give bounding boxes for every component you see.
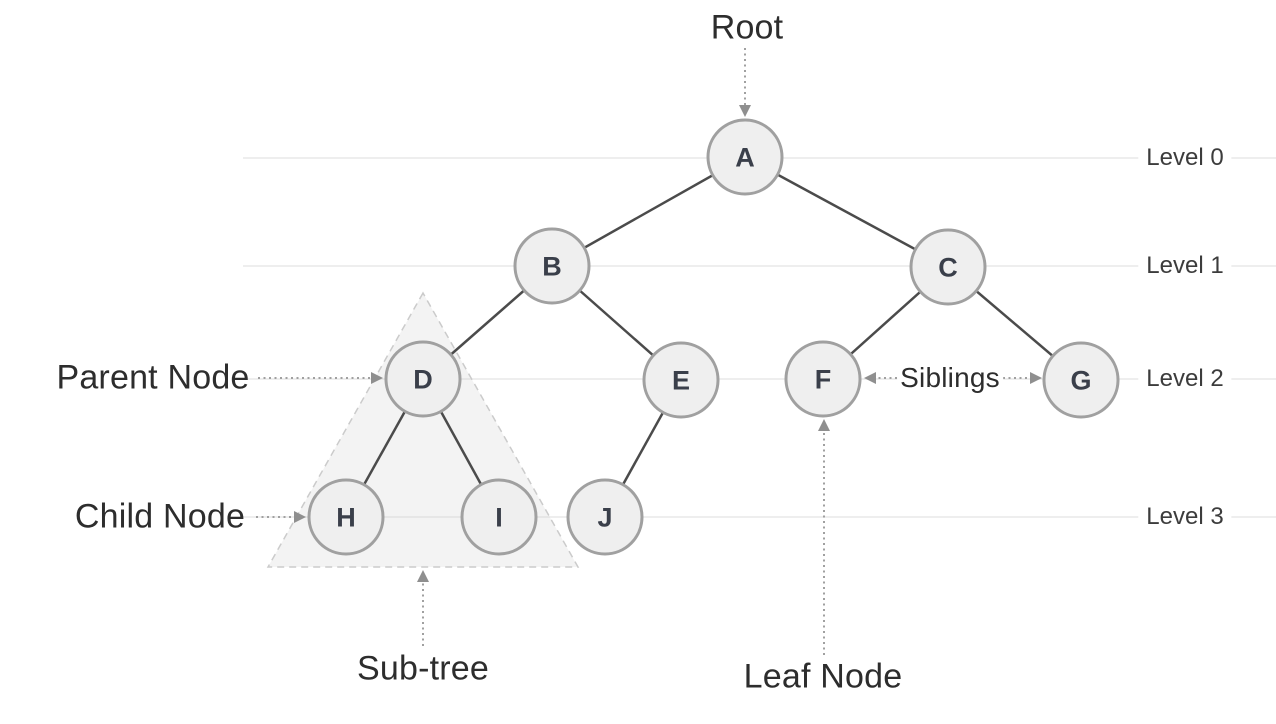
node-A-circle <box>706 118 784 196</box>
node-E-circle <box>642 341 720 419</box>
annotation-arrows <box>256 48 1042 655</box>
node-E: E <box>642 341 720 419</box>
node-B-circle <box>513 227 591 305</box>
node-A: A <box>706 118 784 196</box>
node-B-label: B <box>542 252 562 282</box>
node-C: C <box>909 228 987 306</box>
node-G: G <box>1042 341 1120 419</box>
node-B: B <box>513 227 591 305</box>
node-I: I <box>460 478 538 556</box>
node-C-circle <box>909 228 987 306</box>
node-D-label: D <box>413 365 433 395</box>
node-G-label: G <box>1070 366 1091 396</box>
node-G-circle <box>1042 341 1120 419</box>
node-F-label: F <box>815 365 832 395</box>
node-F: F <box>784 340 862 418</box>
node-D: D <box>384 340 462 418</box>
node-J-label: J <box>597 503 612 533</box>
node-H-circle <box>307 478 385 556</box>
node-J-circle <box>566 478 644 556</box>
node-I-label: I <box>495 503 503 533</box>
node-E-label: E <box>672 366 690 396</box>
node-I-circle <box>460 478 538 556</box>
node-H-label: H <box>336 503 356 533</box>
node-A-label: A <box>735 143 755 173</box>
node-F-circle <box>784 340 862 418</box>
node-D-circle <box>384 340 462 418</box>
node-J: J <box>566 478 644 556</box>
tree-nodes: A B C D E F G H I J <box>307 118 1120 556</box>
node-C-label: C <box>938 253 958 283</box>
node-H: H <box>307 478 385 556</box>
